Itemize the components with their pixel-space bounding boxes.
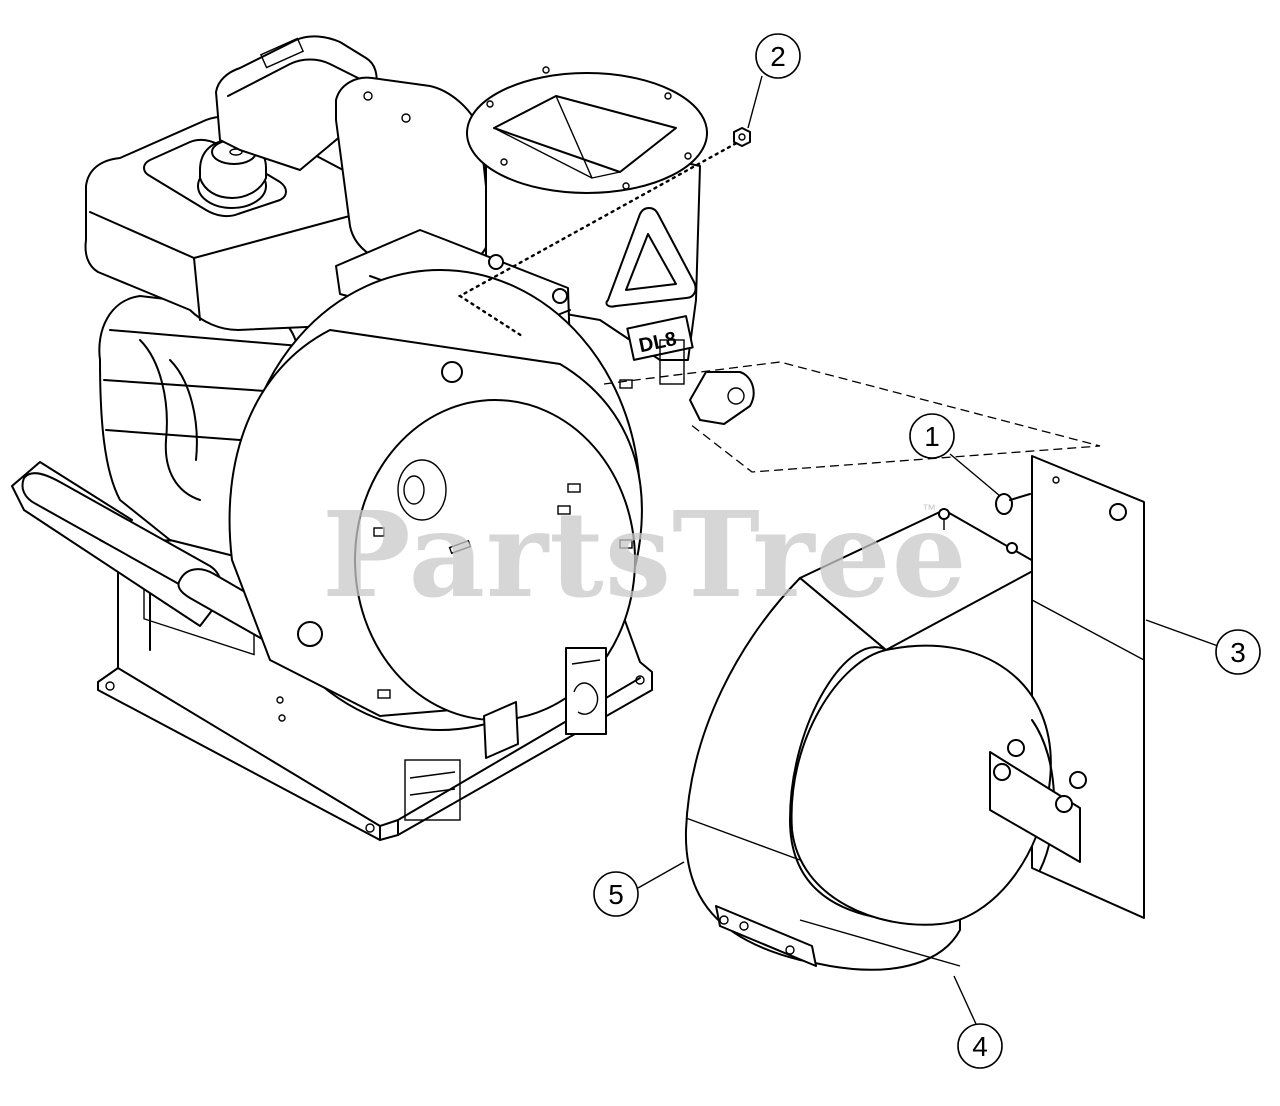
callout-3-circle bbox=[1215, 629, 1261, 675]
callout-1-number: 1 bbox=[924, 421, 940, 452]
callout-2-number: 2 bbox=[770, 41, 786, 72]
screw bbox=[995, 493, 1013, 515]
watermark: PartsTree ™ bbox=[322, 485, 968, 624]
callout-1-circle bbox=[909, 413, 955, 459]
liner-band bbox=[684, 577, 961, 971]
watermark-trademark: ™ bbox=[922, 501, 936, 517]
liner-clamp-plate bbox=[989, 751, 1081, 863]
callout-3-number: 3 bbox=[1230, 637, 1246, 668]
model-decal bbox=[626, 315, 694, 361]
rating-sticker bbox=[565, 647, 607, 735]
callouts: 2 1 3 5 4 bbox=[593, 33, 1261, 1069]
watermark-text: PartsTree bbox=[322, 485, 968, 624]
serial-plate bbox=[404, 759, 461, 821]
callout-5-circle bbox=[593, 871, 639, 917]
assembly-guide-line bbox=[603, 361, 1101, 473]
callout-4-number: 4 bbox=[972, 1031, 988, 1062]
callout-5-number: 5 bbox=[608, 879, 624, 910]
callout-2-circle bbox=[755, 33, 801, 79]
mounting-bracket bbox=[689, 371, 755, 425]
nut bbox=[733, 127, 751, 147]
blower-liner-assembly bbox=[603, 127, 1145, 971]
callout-4-circle bbox=[957, 1023, 1003, 1069]
blower-assembly: DL8 bbox=[11, 35, 755, 841]
